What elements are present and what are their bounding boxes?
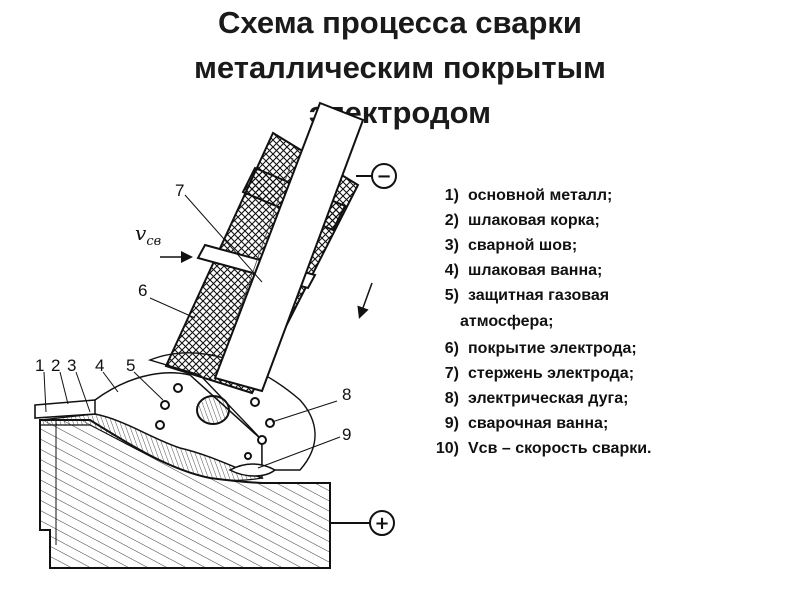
legend-list: 1) основной металл; 2) шлаковая корка; 3… bbox=[414, 183, 794, 461]
legend-text-line1: защитная газовая bbox=[468, 287, 610, 304]
legend-item: 5) защитная газовая атмосфера; bbox=[414, 283, 794, 336]
callout-2: 2 bbox=[51, 356, 60, 375]
callout-8: 8 bbox=[342, 385, 351, 404]
minus-sign: − bbox=[376, 166, 391, 187]
legend-text: сварочная ванна; bbox=[468, 415, 609, 432]
legend-number: 10) bbox=[435, 440, 459, 457]
weld-pool bbox=[228, 463, 277, 477]
feed-arrow bbox=[357, 282, 373, 319]
minus-terminal-icon bbox=[371, 163, 397, 189]
diagram-title: Схема процесса сварки металлическим покр… bbox=[100, 0, 700, 135]
legend-text: шлаковая корка; bbox=[468, 212, 600, 229]
legend-text: защитная газовая атмосфера; bbox=[460, 283, 668, 335]
legend-number: 1) bbox=[444, 187, 459, 204]
speed-label: vсв bbox=[135, 221, 161, 249]
legend-number: 4) bbox=[444, 262, 459, 279]
legend-number: 7) bbox=[444, 365, 459, 382]
legend-item: 3) сварной шов; bbox=[414, 233, 794, 258]
legend-number: 2) bbox=[444, 212, 459, 229]
legend-item: 1) основной металл; bbox=[414, 183, 794, 208]
slag-pool bbox=[94, 372, 263, 480]
legend-number: 9) bbox=[444, 415, 459, 432]
legend-text: основной металл; bbox=[468, 187, 613, 204]
legend-number: 3) bbox=[444, 237, 459, 254]
electrode-rod bbox=[213, 101, 365, 393]
legend-text: электрическая дуга; bbox=[468, 390, 629, 407]
rod-inner-line bbox=[235, 157, 294, 321]
electric-arc bbox=[196, 395, 230, 425]
gas-bubbles bbox=[155, 383, 275, 460]
legend-item: 9) сварочная ванна; bbox=[414, 411, 794, 436]
legend-item: 6) покрытие электрода; bbox=[414, 336, 794, 361]
callout-7: 7 bbox=[175, 181, 184, 200]
callout-5: 5 bbox=[126, 356, 135, 375]
legend-text: сварной шов; bbox=[468, 237, 578, 254]
leader-lines bbox=[43, 194, 341, 545]
legend-item: 10) Vсв – скорость сварки. bbox=[414, 436, 794, 461]
legend-text-line2: атмосфера; bbox=[460, 313, 554, 330]
legend-text: шлаковая ванна; bbox=[468, 262, 603, 279]
legend-text: покрытие электрода; bbox=[468, 340, 637, 357]
legend-text: стержень электрода; bbox=[468, 365, 635, 382]
plus-terminal-icon bbox=[369, 510, 395, 536]
legend-number: 5) bbox=[444, 287, 459, 304]
callout-6: 6 bbox=[138, 281, 147, 300]
legend-item: 2) шлаковая корка; bbox=[414, 208, 794, 233]
callout-3: 3 bbox=[67, 356, 76, 375]
callout-1: 1 bbox=[35, 356, 44, 375]
legend-item: 8) электрическая дуга; bbox=[414, 386, 794, 411]
callout-4: 4 bbox=[95, 356, 104, 375]
plus-sign: + bbox=[374, 513, 389, 534]
legend-item: 7) стержень электрода; bbox=[414, 361, 794, 386]
title-line-1: Схема процесса сварки bbox=[218, 5, 582, 40]
legend-number: 8) bbox=[444, 390, 459, 407]
legend-item: 4) шлаковая ванна; bbox=[414, 258, 794, 283]
legend-text: Vсв – скорость сварки. bbox=[468, 440, 652, 457]
title-line-2: металлическим покрытым bbox=[194, 50, 606, 85]
legend-number: 6) bbox=[444, 340, 459, 357]
callout-9: 9 bbox=[342, 425, 351, 444]
